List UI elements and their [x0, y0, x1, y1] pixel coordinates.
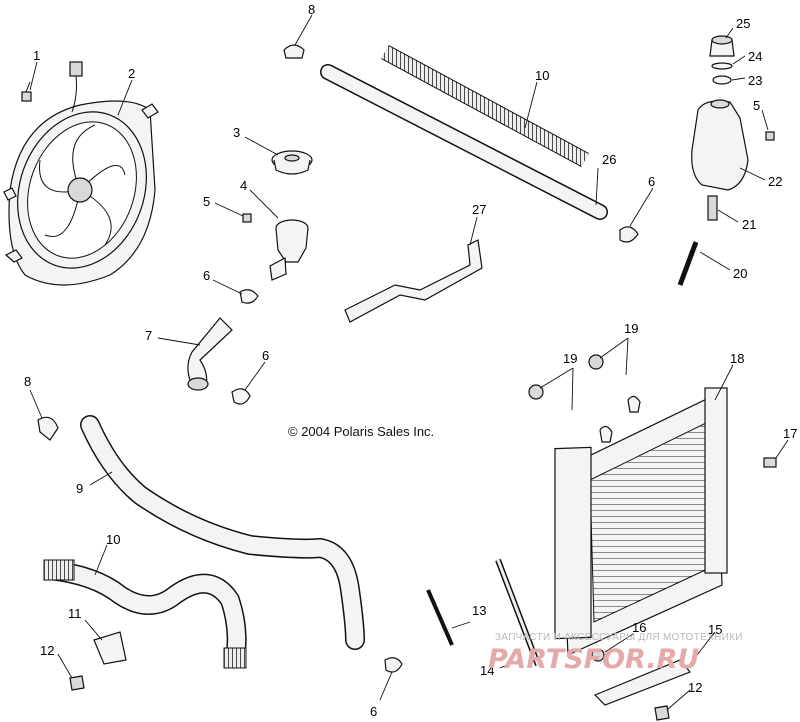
- callout-6-a: 6: [203, 268, 210, 283]
- callout-4: 4: [240, 178, 247, 193]
- callout-3: 3: [233, 125, 240, 140]
- callout-8-top: 8: [308, 2, 315, 17]
- callout-11: 11: [68, 606, 82, 621]
- rod-part-14: [495, 558, 541, 667]
- tube-part-26: [320, 64, 608, 220]
- clamp-part-6-a: [239, 289, 259, 304]
- radiator-cap-part-3: [271, 150, 313, 175]
- bracket-part-27: [344, 239, 483, 323]
- callout-6-c: 6: [648, 174, 655, 189]
- callout-12-left: 12: [40, 643, 54, 658]
- callout-10-bottom: 10: [106, 532, 120, 547]
- hose-part-10-lower: [43, 559, 247, 669]
- clamp-part-6-d: [384, 657, 403, 673]
- callout-5-right: 5: [753, 98, 760, 113]
- callout-22: 22: [768, 174, 782, 189]
- callout-21: 21: [742, 217, 756, 232]
- callout-5-left: 5: [203, 194, 210, 209]
- callout-8-left: 8: [24, 374, 31, 389]
- callout-23: 23: [748, 73, 762, 88]
- callout-2: 2: [128, 66, 135, 81]
- bracket-part-15: [593, 659, 691, 706]
- bolt-part-5-right: [765, 131, 775, 141]
- callout-27: 27: [472, 202, 486, 217]
- callout-6-b: 6: [262, 348, 269, 363]
- callout-13: 13: [472, 603, 486, 618]
- bolt-part-12-right: [654, 705, 670, 721]
- bolt-part-1: [21, 81, 32, 102]
- callout-10-top: 10: [535, 68, 549, 83]
- cap-part-25: [709, 35, 735, 57]
- callout-16: 16: [632, 620, 646, 635]
- clip-part-8-top: [283, 44, 305, 59]
- clip-part-8-left: [37, 416, 59, 441]
- watermark-tagline: ЗАПЧАСТИ И АКСЕССУАРЫ ДЛЯ МОТОТЕХНИКИ: [495, 632, 743, 643]
- callout-25: 25: [736, 16, 750, 31]
- watermark-brand: PARTSFOR.RU: [488, 644, 699, 675]
- callout-14: 14: [480, 663, 494, 678]
- hose-part-9: [80, 415, 365, 650]
- callout-19-right: 19: [624, 321, 638, 336]
- callout-20: 20: [733, 266, 747, 281]
- seal-part-24: [711, 62, 733, 70]
- fan-connector: [69, 61, 83, 113]
- callout-7: 7: [145, 328, 152, 343]
- filler-neck-part-4: [269, 219, 309, 281]
- callout-24: 24: [748, 49, 762, 64]
- callout-15: 15: [708, 622, 722, 637]
- nut-part-19-a: [528, 384, 544, 400]
- callout-26: 26: [602, 152, 616, 167]
- clamp-part-6-b: [231, 388, 251, 405]
- leader-lines: [29, 14, 789, 711]
- fitting-part-21: [707, 195, 718, 221]
- rod-part-13: [426, 589, 454, 646]
- bolt-part-17: [763, 457, 777, 468]
- nut-part-19-b: [588, 354, 604, 370]
- reservoir-part-22: [691, 99, 749, 191]
- callout-19-left: 19: [563, 351, 577, 366]
- hose-part-10-upper: [381, 44, 589, 168]
- clamp-part-6-c: [619, 226, 639, 243]
- callout-1: 1: [33, 48, 40, 63]
- callout-17: 17: [783, 426, 797, 441]
- gasket-part-23: [712, 75, 732, 85]
- radiator-part-18: [554, 387, 728, 656]
- hose-part-20: [677, 241, 699, 286]
- callout-9: 9: [76, 481, 83, 496]
- fan-assembly: [3, 100, 159, 286]
- bolt-part-5-left: [242, 213, 252, 223]
- copyright-text: © 2004 Polaris Sales Inc.: [288, 424, 434, 439]
- bolt-part-12-left: [69, 675, 85, 691]
- callout-18: 18: [730, 351, 744, 366]
- grommet-part-16: [591, 648, 605, 662]
- hose-part-7: [187, 317, 233, 391]
- callout-6-d: 6: [370, 704, 377, 719]
- callout-12-right: 12: [688, 680, 702, 695]
